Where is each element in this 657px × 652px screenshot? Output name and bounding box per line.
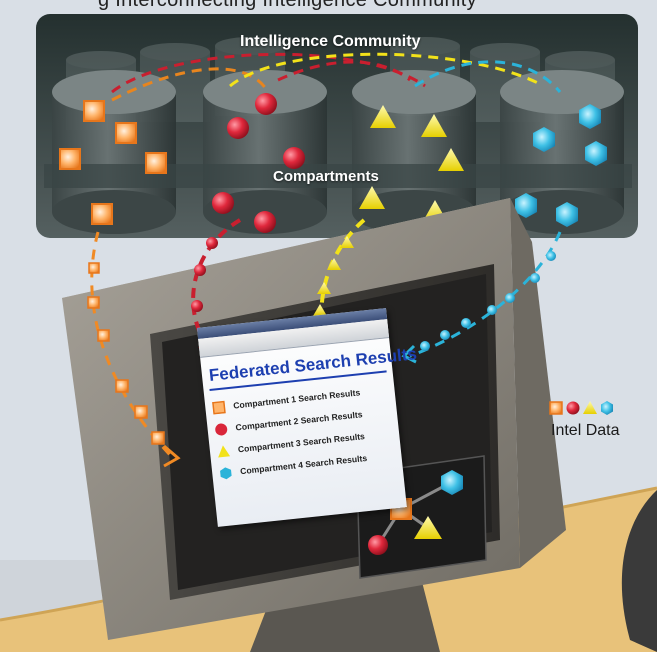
result-compartment-4[interactable]: Compartment 4 Search Results [211, 443, 402, 485]
compartment-cylinder-1 [52, 70, 176, 234]
legend-label: Intel Data [551, 422, 620, 439]
blue-hexagon-icon [220, 467, 232, 480]
legend-icons [549, 401, 613, 415]
interconnect-arcs [111, 52, 562, 102]
red-circle-items [212, 93, 305, 233]
compartments-band [44, 164, 632, 188]
federated-search-window[interactable]: Federated Search Results Compartment 1 S… [197, 308, 418, 527]
monitor-stand [250, 574, 440, 652]
compartment-cylinder-3 [352, 70, 476, 234]
orange-square-icon [212, 400, 226, 415]
result-compartment-2[interactable]: Compartment 2 Search Results [207, 400, 398, 442]
compartments-label: Compartments [273, 168, 379, 185]
chair [621, 490, 657, 652]
orange-data-flow [87, 231, 181, 468]
result-compartment-3[interactable]: Compartment 3 Search Results [209, 422, 400, 464]
orange-square-items [59, 100, 167, 225]
blue-data-flow [401, 231, 562, 364]
red-circle-icon [215, 423, 228, 436]
result-compartment-1[interactable]: Compartment 1 Search Results [204, 378, 395, 420]
header-title: g Interconnecting Intelligence Community [98, 0, 477, 11]
community-label: Intelligence Community [240, 33, 421, 50]
blue-hexagon-items [515, 104, 607, 227]
yellow-triangle-icon [218, 445, 231, 458]
